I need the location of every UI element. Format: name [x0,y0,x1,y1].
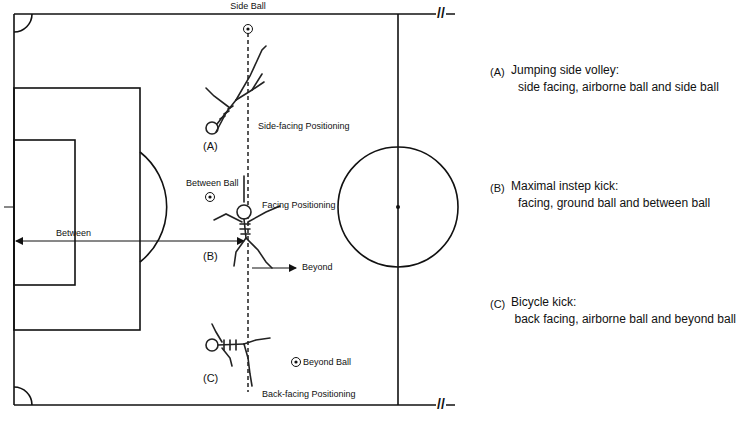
case-letter: (A) [490,66,505,79]
kick-description: side facing, airborne ball and side ball [518,81,719,95]
ball-label: Beyond Ball [303,357,351,367]
break-mark: // [436,396,446,412]
skeleton-figure [214,176,280,268]
distance-label: Between [56,228,91,238]
distance-label: Beyond [302,262,333,272]
position-label: Side-facing Positioning [258,121,350,131]
break-mark: // [436,5,446,21]
case-letter: (A) [203,140,218,153]
kick-name: Bicycle kick: [511,296,576,310]
ball-label: Side Ball [230,1,266,11]
kick-name: Jumping side volley: [511,64,619,78]
position-label: Facing Positioning [262,200,336,210]
kick-name: Maximal instep kick: [511,180,618,194]
case-letter: (B) [490,182,505,195]
case-letter: (C) [490,298,505,311]
ball-label: Between Ball [186,178,239,188]
case-letter: (B) [203,250,218,263]
ball [206,25,301,367]
kick-description: back facing, airborne ball and beyond ba… [515,313,736,327]
skeleton-figure [206,46,266,134]
position-label: Back-facing Positioning [262,389,356,399]
case-letter: (C) [203,372,218,385]
kick-description: facing, ground ball and between ball [518,197,710,211]
